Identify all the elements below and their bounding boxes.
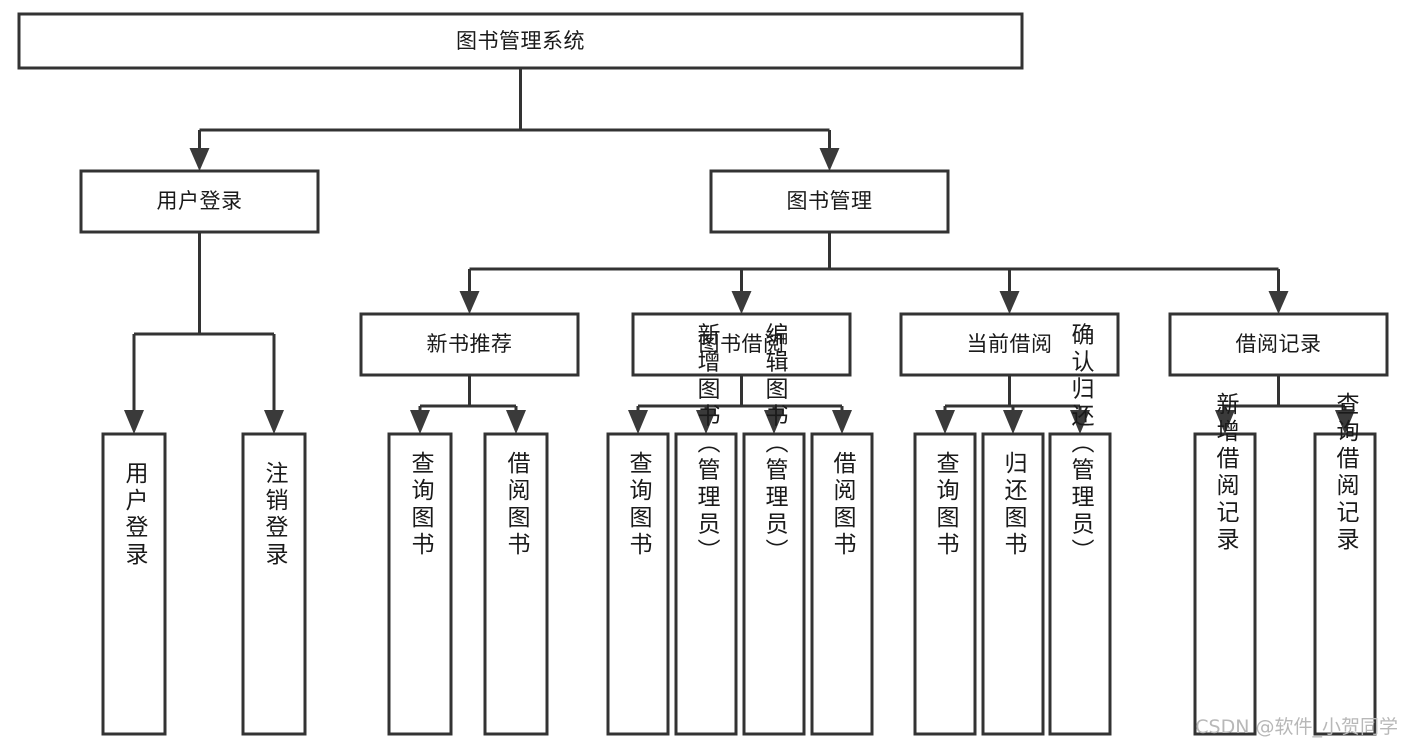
node-leaf-add-book[interactable]: 新增图书（管理员） — [674, 323, 738, 736]
node-book-borrow-label: 图书借阅 — [699, 332, 785, 356]
node-leaf-add-record-label: 新增借阅记录 — [1212, 392, 1240, 554]
node-leaf-borrow-book-rec[interactable]: 借阅图书 — [483, 432, 549, 736]
arrow-head-leaf-confirm-return — [1070, 410, 1090, 434]
arrow-head-leaf-query-book-rec — [410, 410, 430, 434]
node-root-label: 图书管理系统 — [456, 29, 585, 53]
node-leaf-user-login[interactable]: 用户登录 — [101, 432, 167, 736]
node-current-borrow-box[interactable] — [899, 312, 1120, 377]
node-leaf-query-book-rec-label: 查询图书 — [407, 451, 435, 559]
arrow-head-leaf-add-book — [696, 410, 716, 434]
node-new-book-rec-label: 新书推荐 — [427, 332, 513, 356]
node-leaf-query-book-c-box[interactable] — [913, 432, 977, 736]
node-user-login-box[interactable] — [79, 169, 320, 234]
node-leaf-query-book-rec-box[interactable] — [387, 432, 453, 736]
arrow-head-leaf-borrow-book-rec — [506, 410, 526, 434]
node-leaf-user-login-box[interactable] — [101, 432, 167, 736]
node-leaf-add-record-box[interactable] — [1193, 432, 1257, 736]
node-user-login[interactable]: 用户登录 — [79, 169, 320, 234]
node-leaf-user-login-label: 用户登录 — [121, 461, 149, 569]
arrow-head-new-book-rec — [459, 291, 480, 314]
node-leaf-borrow-book-rec-box[interactable] — [483, 432, 549, 736]
node-leaf-query-record[interactable]: 查询借阅记录 — [1313, 392, 1377, 736]
arrow-head-borrow-record — [1268, 291, 1289, 314]
arrow-head-leaf-borrow-book-b — [832, 410, 852, 434]
node-new-book-rec[interactable]: 新书推荐 — [359, 312, 580, 377]
node-current-borrow-label: 当前借阅 — [967, 332, 1053, 356]
node-leaf-confirm-return-box[interactable] — [1048, 432, 1112, 736]
node-leaf-query-book-b-label: 查询图书 — [625, 451, 653, 559]
node-leaf-return-book[interactable]: 归还图书 — [981, 432, 1045, 736]
node-root[interactable]: 图书管理系统 — [17, 12, 1024, 70]
node-leaf-user-logout-label: 注销登录 — [261, 461, 289, 569]
node-leaf-borrow-book-rec-label: 借阅图书 — [503, 451, 531, 559]
node-leaf-query-book-rec[interactable]: 查询图书 — [387, 432, 453, 736]
node-current-borrow[interactable]: 当前借阅 — [899, 312, 1120, 377]
node-book-borrow[interactable]: 图书借阅 — [631, 312, 852, 377]
node-leaf-query-book-c-label: 查询图书 — [932, 451, 960, 559]
arrow-head-leaf-query-book-c — [935, 410, 955, 434]
node-leaf-user-logout[interactable]: 注销登录 — [241, 432, 307, 736]
connector-layer — [124, 68, 1355, 434]
node-leaf-user-logout-box[interactable] — [241, 432, 307, 736]
arrow-head-leaf-user-logout — [264, 410, 284, 434]
node-leaf-query-record-box[interactable] — [1313, 432, 1377, 736]
node-leaf-edit-book-box[interactable] — [742, 432, 806, 736]
node-borrow-record-box[interactable] — [1168, 312, 1389, 377]
node-book-borrow-box[interactable] — [631, 312, 852, 377]
arrow-head-leaf-query-book-b — [628, 410, 648, 434]
arrow-head-leaf-user-login — [124, 410, 144, 434]
node-leaf-return-book-label: 归还图书 — [1000, 451, 1028, 559]
node-leaf-add-book-label: 新增图书（管理员） — [693, 323, 721, 566]
node-book-manage-label: 图书管理 — [787, 189, 873, 213]
node-book-manage[interactable]: 图书管理 — [709, 169, 950, 234]
node-borrow-record[interactable]: 借阅记录 — [1168, 312, 1389, 377]
node-new-book-rec-box[interactable] — [359, 312, 580, 377]
node-leaf-confirm-return-label: 确认归还（管理员） — [1067, 323, 1095, 566]
node-leaf-borrow-book-b[interactable]: 借阅图书 — [810, 432, 874, 736]
arrow-head-book-manage — [819, 148, 840, 171]
node-leaf-query-record-label: 查询借阅记录 — [1332, 392, 1360, 554]
arrow-head-leaf-edit-book — [764, 410, 784, 434]
node-leaf-add-record[interactable]: 新增借阅记录 — [1193, 392, 1257, 736]
node-leaf-edit-book[interactable]: 编辑图书（管理员） — [742, 323, 806, 736]
node-leaf-edit-book-label: 编辑图书（管理员） — [761, 323, 789, 566]
csdn-watermark: CSDN @软件_小贺同学 — [1195, 716, 1398, 738]
node-leaf-borrow-book-b-box[interactable] — [810, 432, 874, 736]
arrow-head-leaf-return-book — [1003, 410, 1023, 434]
node-leaf-query-book-c[interactable]: 查询图书 — [913, 432, 977, 736]
node-leaf-add-book-box[interactable] — [674, 432, 738, 736]
node-leaf-return-book-box[interactable] — [981, 432, 1045, 736]
arrow-head-leaf-query-record — [1335, 410, 1355, 434]
node-book-manage-box[interactable] — [709, 169, 950, 234]
arrow-head-book-borrow — [731, 291, 752, 314]
arrow-head-user-login — [189, 148, 210, 171]
node-leaf-borrow-book-b-label: 借阅图书 — [829, 451, 857, 559]
arrow-head-leaf-add-record — [1215, 410, 1235, 434]
node-leaf-query-book-b-box[interactable] — [606, 432, 670, 736]
arrow-head-current-borrow — [999, 291, 1020, 314]
node-user-login-label: 用户登录 — [157, 189, 243, 213]
node-root-box[interactable] — [17, 12, 1024, 70]
node-leaf-confirm-return[interactable]: 确认归还（管理员） — [1048, 323, 1112, 736]
node-leaf-query-book-b[interactable]: 查询图书 — [606, 432, 670, 736]
node-borrow-record-label: 借阅记录 — [1236, 332, 1322, 356]
